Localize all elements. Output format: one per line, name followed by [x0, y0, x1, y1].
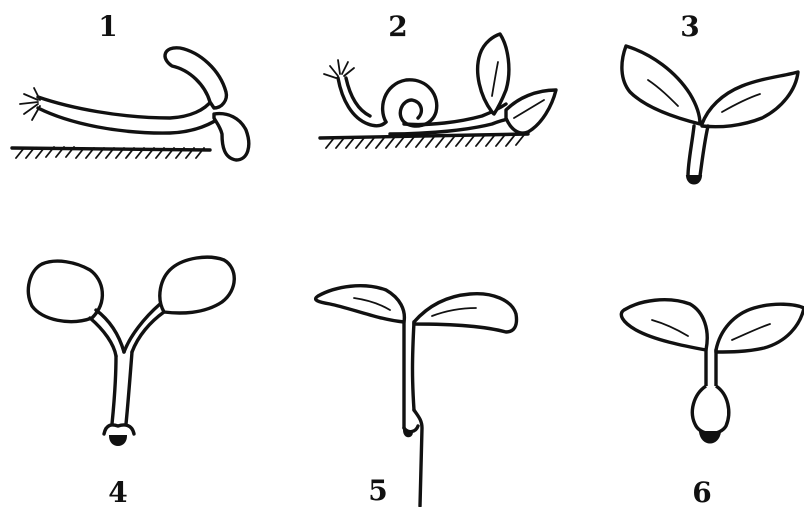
seedling-5: 5: [316, 286, 517, 507]
stem-right-4: [126, 352, 132, 424]
seedling-3: 3: [622, 10, 798, 184]
stem-loop-2: [383, 80, 437, 126]
cotyledon-upper-1: [165, 48, 226, 108]
root-hairs-2: [324, 60, 354, 78]
cotyledon-left-3: [622, 46, 700, 124]
cotyledon-lower-1: [214, 114, 249, 160]
label-6: 6: [692, 476, 711, 507]
stem-left-3: [688, 126, 694, 176]
collar-4: [104, 425, 134, 434]
label-1: 1: [98, 10, 117, 43]
label-2: 2: [388, 10, 407, 43]
label-3: 3: [680, 10, 699, 43]
root-tip-4: [110, 436, 126, 445]
seedling-1: 1: [12, 10, 249, 160]
label-4: 4: [108, 476, 127, 507]
stem-left-4: [112, 356, 116, 424]
petiole-left-inner-4: [96, 310, 124, 352]
stem-upper-1: [38, 97, 212, 118]
cotyledon-right-2: [506, 90, 556, 133]
stem-right-5: [413, 322, 415, 410]
label-5: 5: [368, 474, 387, 507]
cotyledon-left-4: [28, 261, 102, 321]
cotyledon-right-5: [414, 294, 517, 332]
seedling-4: 4: [28, 257, 234, 507]
swollen-base-6: [692, 386, 728, 434]
stem-left-2: [338, 78, 386, 126]
root-hairs-1: [20, 88, 40, 120]
stem-right-3: [700, 126, 708, 176]
root-tip-6: [700, 432, 720, 443]
cotyledon-upright-2: [478, 34, 509, 114]
cotyledon-left-5: [316, 286, 405, 322]
seedling-2: 2: [320, 10, 556, 148]
seedling-6: 6: [621, 300, 804, 507]
petiole-right-inner-4: [124, 304, 160, 352]
cotyledon-right-3: [702, 72, 798, 127]
petiole-right-outer-4: [132, 312, 164, 352]
root-tip-5: [404, 430, 412, 436]
root-tip-3: [687, 176, 701, 184]
cotyledon-right-4: [160, 257, 234, 313]
